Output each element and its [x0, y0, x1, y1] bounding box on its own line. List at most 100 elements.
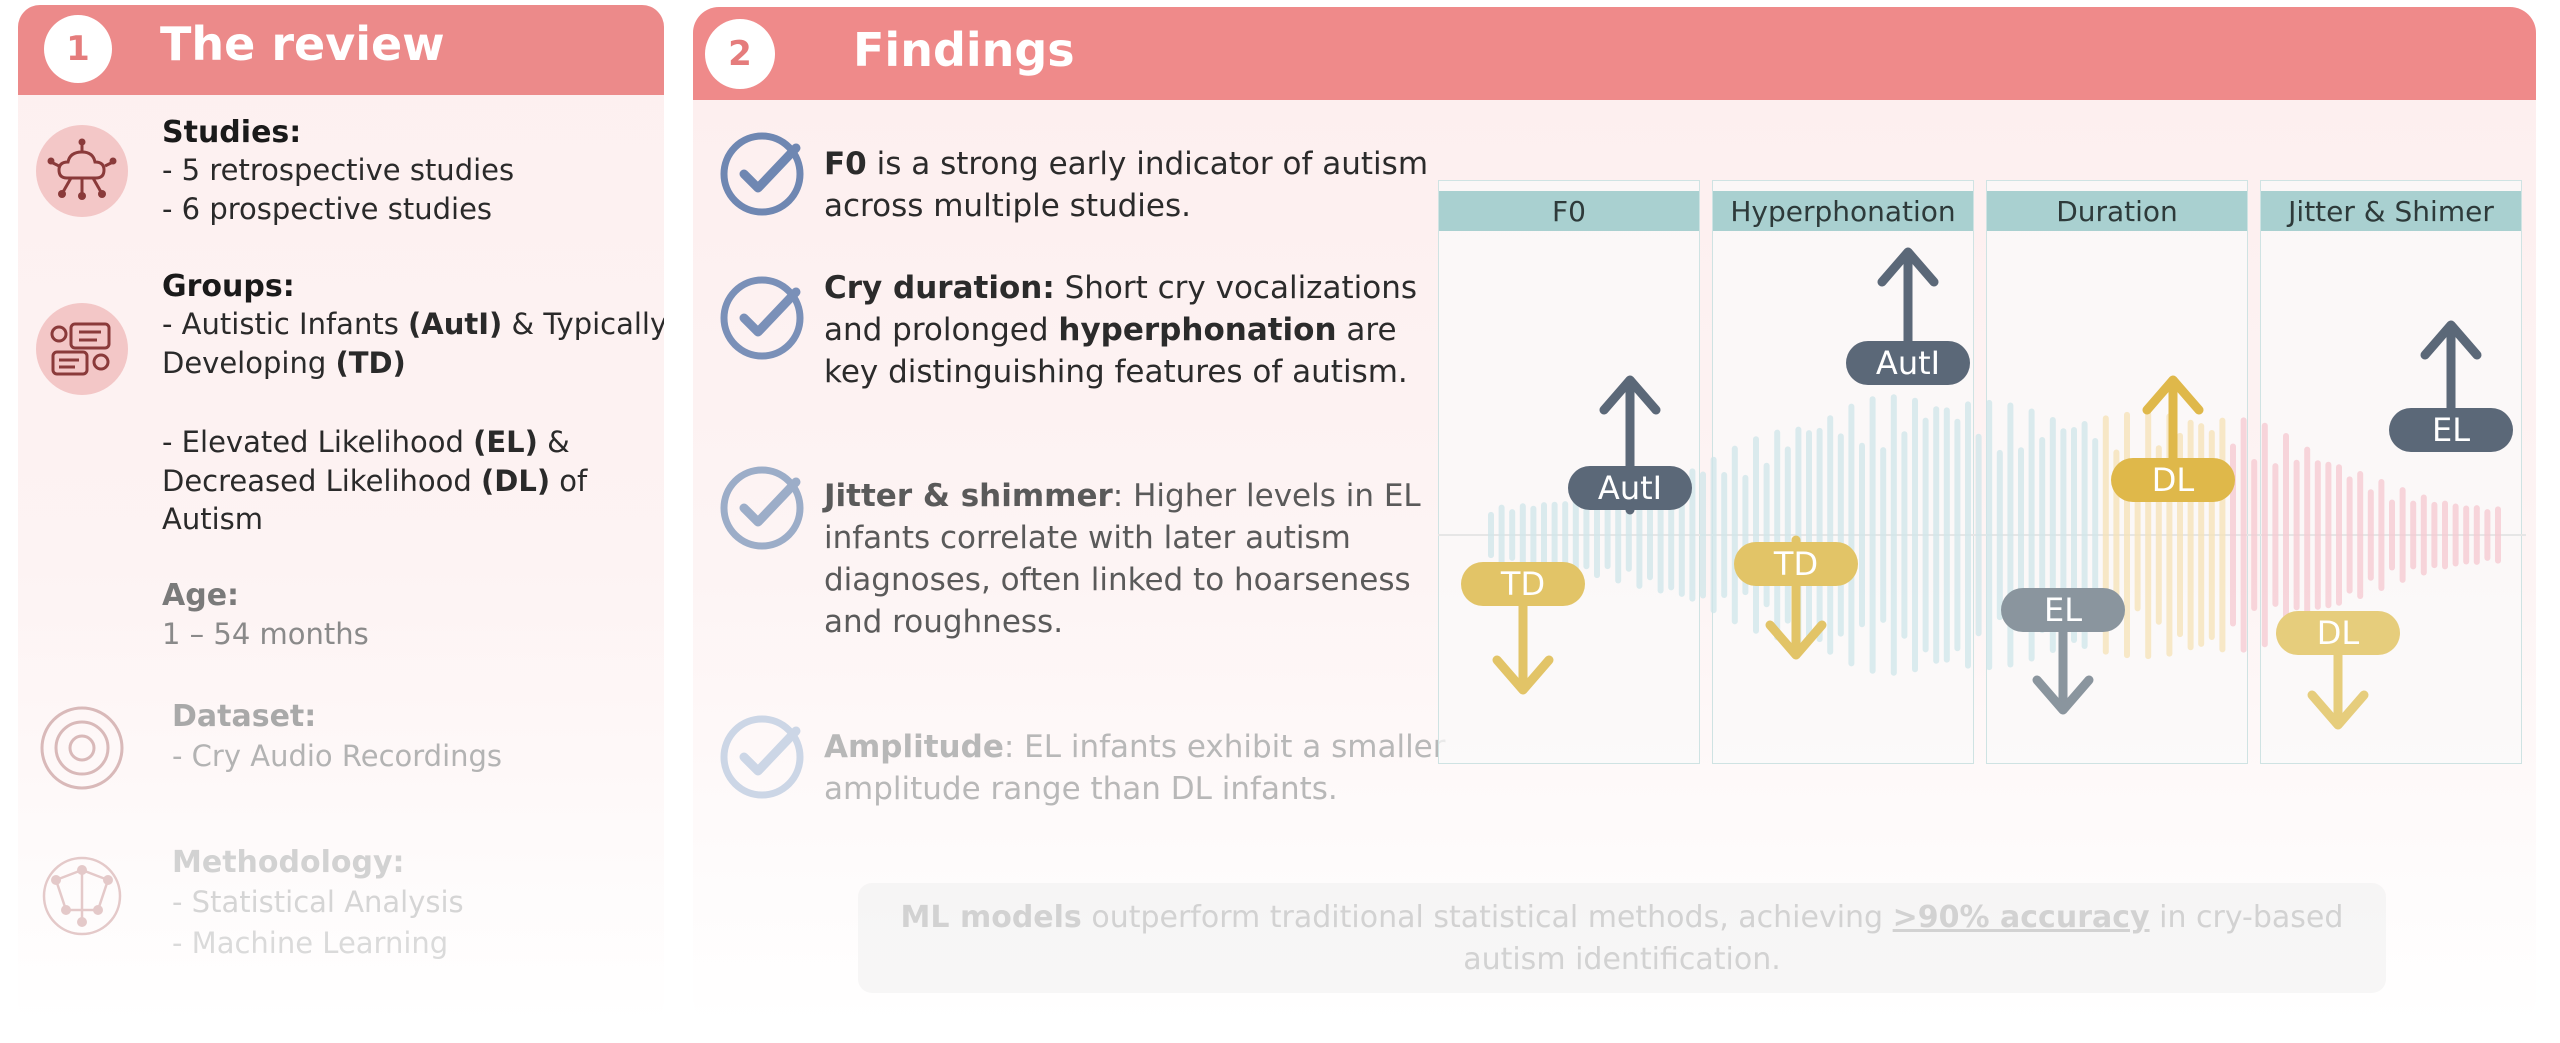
finding-duration-line-3: key distinguishing features of autism.: [824, 354, 1408, 390]
jitter-down-arrow-pill: [2276, 611, 2400, 655]
jitter-up-arrow-pill: [2389, 408, 2513, 452]
column-header-jitter-shimer: Jitter & Shimer: [2261, 191, 2521, 231]
waveform-bar: [2484, 509, 2491, 561]
findings-number-badge: 2: [705, 19, 775, 89]
waveform-bar: [2378, 478, 2385, 592]
waveform-bar: [1519, 503, 1526, 567]
waveform-bar: [2325, 461, 2332, 609]
waveform-bar: [2124, 411, 2130, 659]
waveform-bar: [1943, 407, 1950, 663]
groups-line-5: Autism: [162, 502, 264, 536]
waveform-bar: [2240, 417, 2247, 653]
waveform-bar: [2346, 476, 2353, 594]
waveform-bar: [2399, 487, 2406, 583]
waveform-bar: [1583, 500, 1590, 570]
waveform-bar: [2092, 437, 2099, 633]
finding-duration-line-2: and prolonged hyperphonation are: [824, 312, 1397, 348]
waveform-bar: [2357, 470, 2364, 600]
waveform-bar: [1774, 429, 1781, 641]
waveform-bar: [1880, 447, 1887, 623]
methodology-heading: Methodology:: [172, 845, 405, 880]
waveform-bar: [2410, 500, 2417, 570]
groups-line-4: Decreased Likelihood (DL) of: [162, 464, 588, 498]
review-title: The review: [160, 17, 445, 71]
waveform-bar: [1710, 456, 1717, 614]
groups-line-1: - Autistic Infants (AutI) & Typically: [162, 307, 664, 341]
summary-text: ML models outperform traditional statist…: [900, 900, 2344, 977]
column-header-f0: F0: [1439, 191, 1699, 231]
waveform-bar: [2187, 419, 2194, 651]
waveform-bar: [1604, 500, 1611, 570]
waveform-bar: [1816, 427, 1823, 643]
studies-item-prospective: - 6 prospective studies: [162, 192, 493, 226]
waveform-bar: [1625, 498, 1632, 572]
finding-amplitude-line-1: Amplitude: EL infants exhibit a smaller: [824, 729, 1446, 765]
duration-up-arrow-pill: [2111, 458, 2235, 502]
waveform-bar: [1541, 502, 1547, 568]
waveform-bar: [1784, 446, 1791, 624]
finding-f0-line-2: across multiple studies.: [824, 188, 1191, 224]
waveform-bar: [1689, 468, 1696, 602]
waveform-bar: [1488, 511, 1494, 559]
chart-column-jitter-shimer: Jitter & Shimer: [2260, 180, 2522, 764]
check-circle-icon: [720, 132, 804, 216]
waveform-bar: [2251, 458, 2258, 612]
waveform-bar: [1647, 489, 1653, 581]
waveform-bar: [1700, 471, 1706, 599]
f0-down-arrow-label: TD: [1500, 565, 1545, 603]
waveform-bar: [2473, 505, 2480, 565]
waveform-bar: [2219, 417, 2226, 653]
waveform-bar: [2304, 446, 2311, 624]
cloud-network-icon: [36, 125, 128, 217]
age-value: 1 – 54 months: [162, 617, 369, 651]
check-circle-icon: [720, 715, 804, 799]
finding-jitter-line-4: and roughness.: [824, 604, 1064, 640]
waveform-bar: [1806, 430, 1812, 640]
waveform-bar: [1901, 431, 1908, 639]
methodology-item-ml: - Machine Learning: [172, 926, 449, 960]
hyperphonation-down-arrow-label: TD: [1773, 545, 1818, 583]
waveform-bar: [1996, 449, 2003, 621]
groups-line-3: - Elevated Likelihood (EL) &: [162, 425, 570, 459]
age-heading: Age:: [162, 578, 240, 613]
waveform-bar: [1965, 401, 1971, 669]
f0-down-arrow-pill: [1461, 562, 1585, 606]
duration-down-arrow-head: [2032, 675, 2094, 715]
waveform-bar: [1753, 436, 1759, 634]
check-circle-icon: [720, 466, 804, 550]
jitter-down-arrow-head: [2307, 690, 2369, 730]
f0-up-arrow-pill: [1568, 466, 1692, 510]
waveform-bar: [1827, 415, 1834, 655]
finding-jitter-line-2: infants correlate with later autism: [824, 520, 1351, 556]
column-header-hyperphonation: Hyperphonation: [1713, 191, 1973, 231]
waveform-bar: [1615, 486, 1622, 584]
dataset-value: - Cry Audio Recordings: [172, 739, 503, 773]
waveform-bar: [1594, 491, 1600, 579]
waveform-bar: [2293, 459, 2300, 611]
waveform-bar: [2452, 503, 2459, 567]
waveform-bar: [1869, 396, 1876, 674]
jitter-down-arrow-label: DL: [2317, 614, 2360, 652]
waveform-bar: [1933, 406, 1940, 664]
duration-down-arrow-label: EL: [2044, 591, 2082, 629]
waveform-bar: [1975, 433, 1982, 637]
finding-jitter-line-3: diagnoses, often linked to hoarseness: [824, 562, 1411, 598]
studies-item-retrospective: - 5 retrospective studies: [162, 153, 515, 187]
waveform-bar: [1498, 504, 1505, 566]
waveform-bar: [2018, 447, 2024, 623]
groups-line-2: Developing (TD): [162, 346, 406, 380]
jitter-up-arrow-head: [2420, 320, 2482, 360]
waveform-bar: [1551, 501, 1558, 569]
duration-up-arrow-head: [2142, 375, 2204, 415]
waveform-bar: [2336, 464, 2342, 606]
waveform-bar: [2314, 460, 2321, 610]
column-header-duration: Duration: [1987, 191, 2247, 231]
review-header: 1 The review: [18, 5, 664, 95]
waveform-bar: [1530, 505, 1537, 565]
review-number-badge: 1: [44, 15, 112, 83]
f0-up-arrow-head: [1599, 375, 1661, 415]
audio-waves-icon: [36, 702, 128, 794]
hyperphonation-up-arrow-head: [1877, 247, 1939, 287]
summary-box: ML models outperform traditional statist…: [858, 883, 2386, 993]
